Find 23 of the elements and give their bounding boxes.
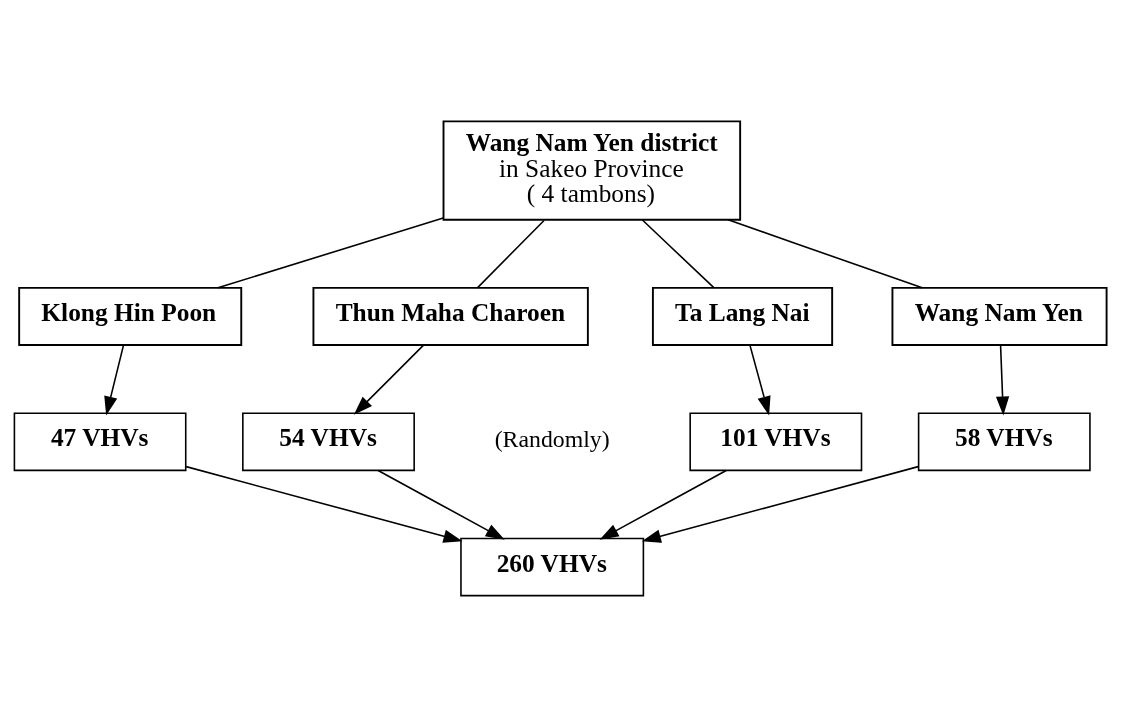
connector: [476, 219, 545, 289]
node-box: 260 VHVs: [460, 537, 645, 597]
arrow: [599, 469, 727, 540]
arrow: [353, 344, 425, 415]
arrow: [185, 465, 463, 543]
node-box: Wang Nam Yen district in Sakeo Province ( 4 tambons): [442, 120, 742, 221]
node-box: Wang Nam Yen: [891, 286, 1108, 346]
node-box: Ta Lang Nai: [651, 286, 834, 346]
connector: [641, 219, 715, 289]
node-box: Thun Maha Charoen: [312, 286, 589, 346]
node-box: 101 VHVs: [689, 412, 863, 472]
connector: [727, 219, 923, 289]
arrow: [749, 344, 771, 416]
arrow: [641, 465, 919, 543]
connector: [217, 217, 444, 289]
arrow: [377, 469, 505, 540]
node-box: 58 VHVs: [917, 412, 1091, 472]
label: (Randomly): [494, 426, 610, 453]
node-box: 54 VHVs: [242, 412, 415, 472]
arrow: [995, 344, 1010, 416]
arrow: [104, 344, 125, 416]
node-box: Klong Hin Poon: [18, 286, 243, 346]
node-box: 47 VHVs: [13, 412, 187, 472]
